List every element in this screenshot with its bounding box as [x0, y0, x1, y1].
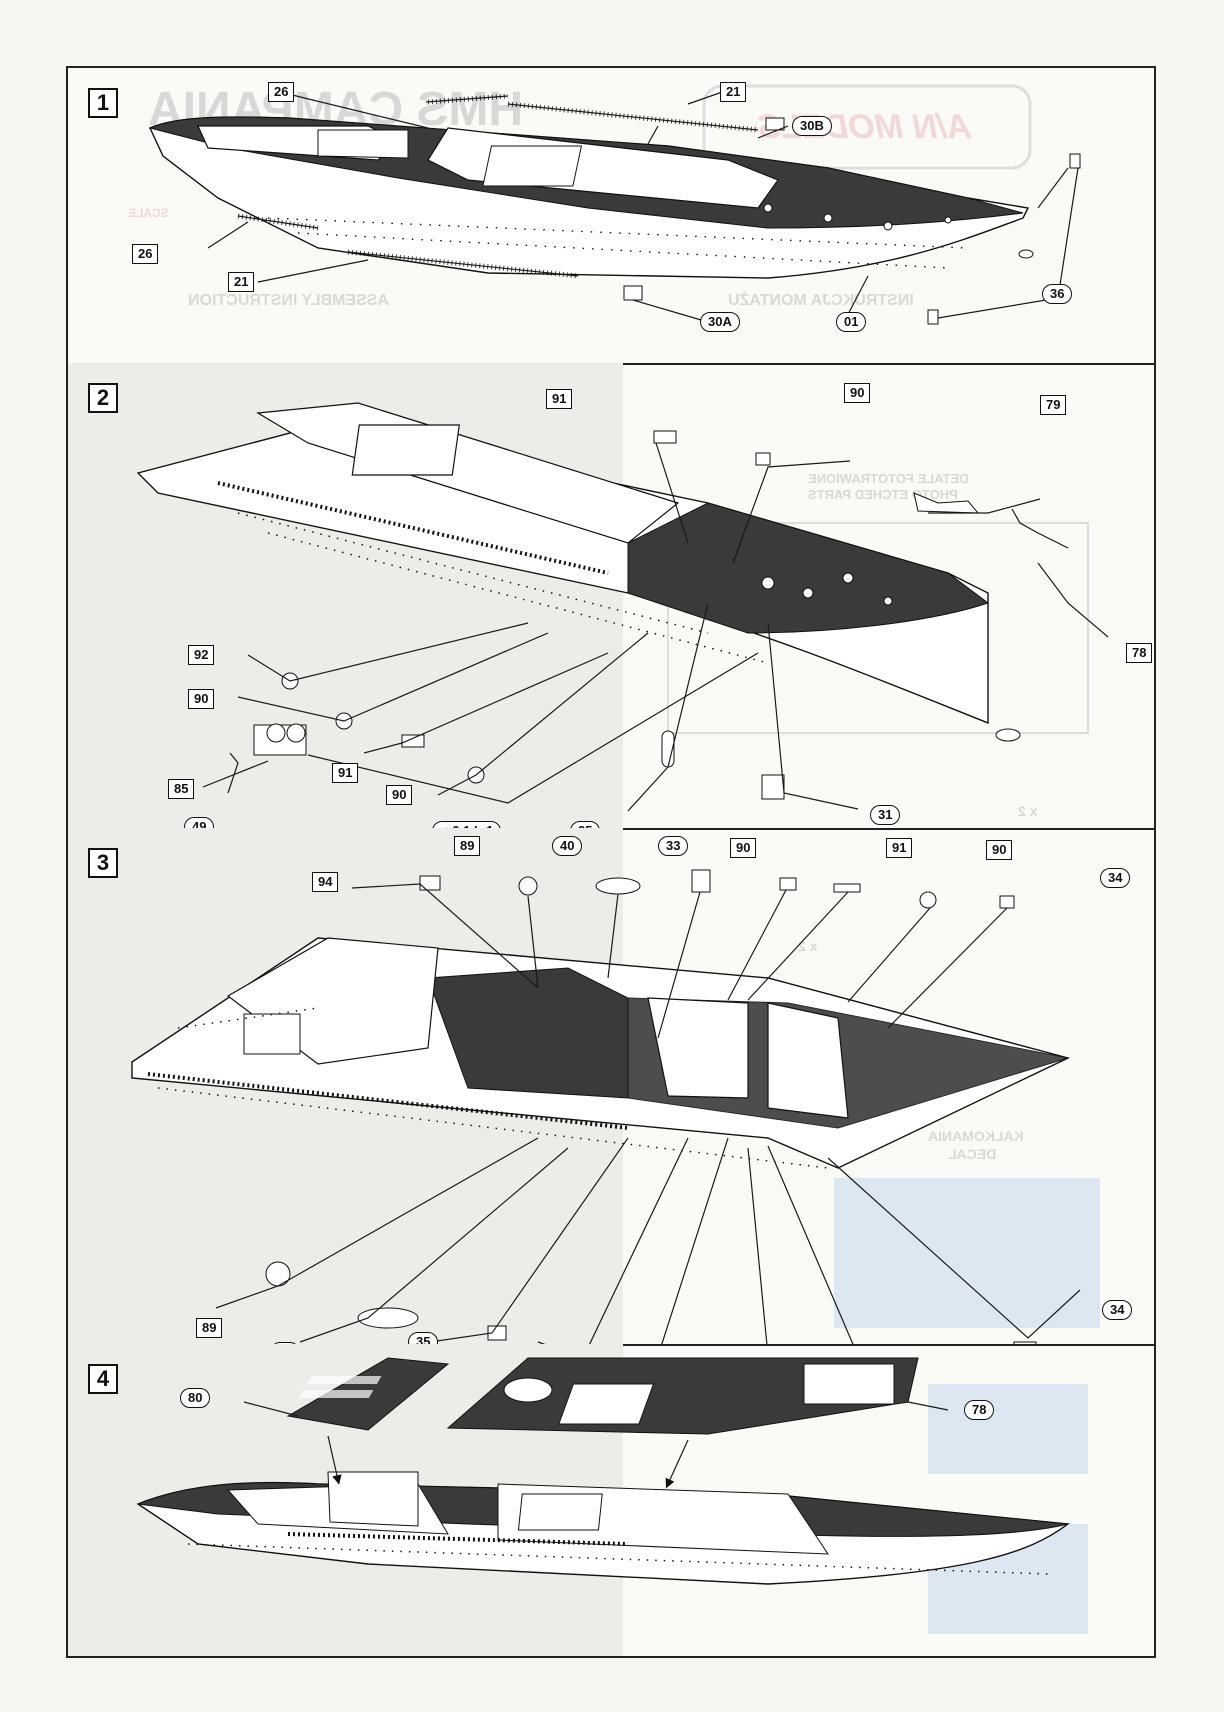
part-label-90: 90 [188, 689, 215, 709]
part-label-91: 91 [332, 763, 359, 783]
part-label-90: 90 [386, 785, 413, 805]
part-label-26: 26 [268, 82, 295, 102]
part-label-01: 01 [836, 312, 867, 332]
part-label-31: 31 [870, 805, 901, 825]
step-number: 4 [88, 1364, 118, 1394]
part-label-91: 91 [546, 389, 573, 409]
part-label-90: 90 [730, 838, 757, 858]
ghost-decal [928, 1384, 1088, 1474]
step-3-panel: KALKOMANIA DECAL x 2 [68, 828, 1154, 1346]
part-label-80: 80 [180, 1388, 211, 1408]
part-label-79: 79 [1040, 395, 1067, 415]
part-label-21: 21 [228, 272, 255, 292]
step-number: 3 [88, 848, 118, 878]
step-1-panel: HMS CAMPANIA A/N MODELS SEAPLANE SCALE W… [68, 68, 1154, 365]
part-label-30b: 30B [792, 116, 832, 136]
part-label-78: 78 [964, 1400, 995, 1420]
step-number: 2 [88, 383, 118, 413]
part-label-89: 89 [454, 836, 481, 856]
part-label-34: 34 [1100, 868, 1131, 888]
part-label-21: 21 [720, 82, 747, 102]
part-label-78: 78 [1126, 643, 1153, 663]
part-label-26: 26 [132, 244, 159, 264]
instruction-sheet: HMS CAMPANIA A/N MODELS SEAPLANE SCALE W… [66, 66, 1156, 1658]
step-2-drawing [136, 402, 1109, 812]
part-label-89: 89 [196, 1318, 223, 1338]
part-label-90: 90 [986, 840, 1013, 860]
step-1-drawing [148, 84, 1081, 325]
part-label-36: 36 [1042, 284, 1073, 304]
part-label-92: 92 [188, 645, 215, 665]
part-label-91: 91 [886, 838, 913, 858]
part-label-94: 94 [312, 872, 339, 892]
step-4-panel: 4 80 78 [68, 1344, 1154, 1656]
step-3-drawing [131, 869, 1081, 1344]
part-label-85: 85 [168, 779, 195, 799]
part-label-40: 40 [552, 836, 583, 856]
step-number: 1 [88, 88, 118, 118]
part-label-33: 33 [658, 836, 689, 856]
part-label-34: 34 [1102, 1300, 1133, 1320]
part-label-30a: 30A [700, 312, 740, 332]
step-2-panel: DETALE FOTOTRAWIONE PHOTO ETCHED PARTS x… [68, 363, 1154, 830]
step-4-drawing [136, 1357, 1070, 1585]
part-label-90: 90 [844, 383, 871, 403]
